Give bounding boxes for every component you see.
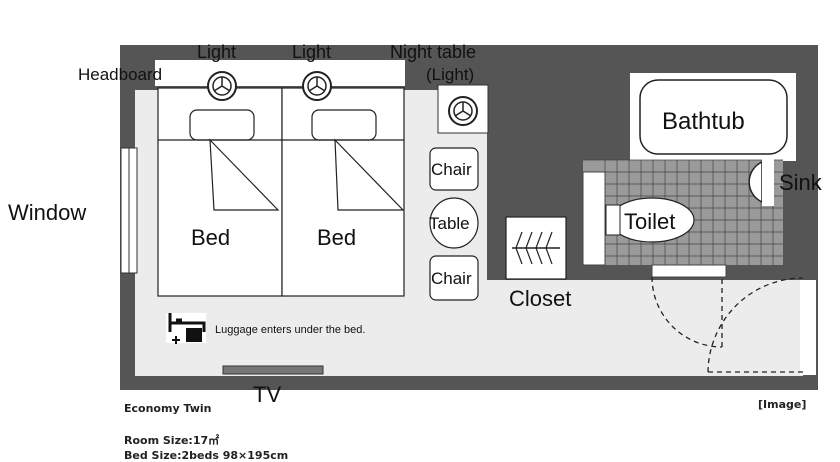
window-label: Window xyxy=(8,200,86,225)
luggage-note: Luggage enters under the bed. xyxy=(215,324,365,336)
sink-label: Sink xyxy=(779,170,823,195)
night-table-sublabel: (Light) xyxy=(426,65,474,84)
entry-door-frame xyxy=(800,280,816,375)
entry-floor xyxy=(487,280,803,376)
tv xyxy=(222,365,324,375)
light-label-2: Light xyxy=(292,42,331,62)
hanger-icon xyxy=(515,231,553,265)
headboard-label: Headboard xyxy=(78,65,162,84)
headboard-band xyxy=(155,60,405,90)
light-icon xyxy=(302,71,332,101)
bed-2 xyxy=(281,87,405,297)
bathroom xyxy=(582,73,796,266)
table-label: Table xyxy=(429,214,470,233)
entry-door xyxy=(707,277,804,373)
bathtub xyxy=(639,79,788,155)
bed-label-2: Bed xyxy=(317,225,356,250)
chair-2 xyxy=(429,255,479,301)
image-note: [Image] xyxy=(758,398,807,411)
room-size: Room Size:17㎡ xyxy=(124,434,220,447)
tv-label: TV xyxy=(253,382,281,407)
pillow xyxy=(311,109,377,141)
pillow xyxy=(189,109,255,141)
chair-1 xyxy=(429,147,479,191)
light-label-1: Light xyxy=(197,42,236,62)
bathroom-door xyxy=(651,264,727,278)
toilet-label: Toilet xyxy=(624,209,675,234)
room-type-caption: Economy Twin xyxy=(124,402,212,415)
chair-label-2: Chair xyxy=(431,269,472,288)
table xyxy=(429,197,479,249)
bathtub-label: Bathtub xyxy=(662,108,745,135)
bed-1 xyxy=(157,87,283,297)
bed-label-1: Bed xyxy=(191,225,230,250)
blanket-fold xyxy=(334,138,405,211)
bed-size: Bed Size:2beds 98×195cm xyxy=(124,449,289,462)
light-icon xyxy=(207,71,237,101)
luggage-icon xyxy=(166,313,206,344)
chair-label-1: Chair xyxy=(431,160,472,179)
night-light-icon xyxy=(448,96,478,126)
night-table-label: Night table xyxy=(390,42,476,62)
closet xyxy=(505,216,567,280)
sink xyxy=(748,160,763,204)
blanket-fold xyxy=(209,138,280,211)
closet-label: Closet xyxy=(509,286,571,311)
